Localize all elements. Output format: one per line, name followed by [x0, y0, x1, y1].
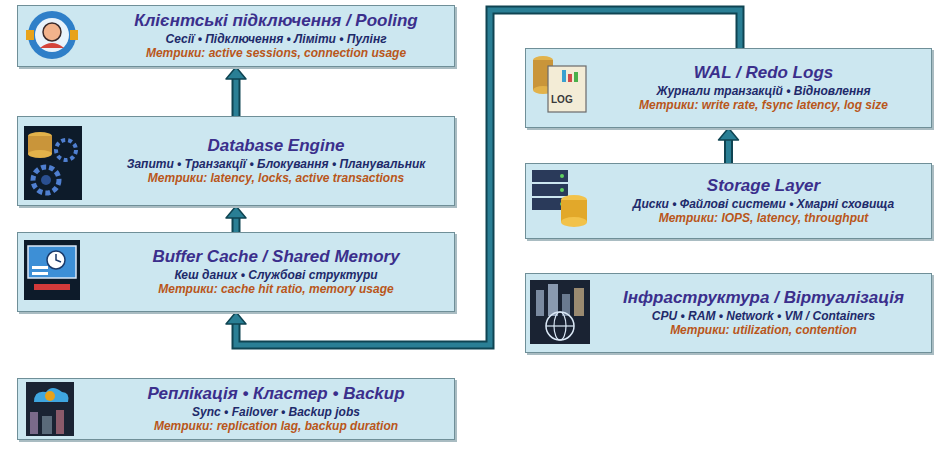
box-metrics: Метрики: replication lag, backup duratio…	[154, 419, 398, 433]
layer-box: Buffer Cache / Shared MemoryКеш даних • …	[17, 232, 455, 312]
layer-box: WAL / Redo LogsЖурнали транзакцій • Відн…	[525, 48, 932, 128]
layer-box: Database EngineЗапити • Транзакції • Бло…	[17, 116, 455, 206]
layer-box: Клієнтські підключення / PoolingСесії • …	[17, 5, 455, 67]
box-title: Клієнтські підключення / Pooling	[134, 11, 417, 31]
box-metrics: Метрики: IOPS, latency, throughput	[659, 211, 869, 225]
arrow-head	[226, 312, 246, 324]
connector-outline	[724, 140, 733, 163]
box-subtitle: Диски • Файлові системи • Хмарні сховища	[633, 197, 894, 211]
storage-icon	[532, 170, 587, 227]
box-title: Storage Layer	[707, 176, 820, 196]
arrow-heads	[226, 206, 246, 218]
box-title: WAL / Redo Logs	[694, 63, 833, 83]
engine-icon	[24, 126, 82, 200]
layer-box: Інфраструктура / ВіртуалізаціяCPU • RAM …	[525, 273, 932, 353]
arrow-head	[226, 206, 246, 218]
flow-connector	[226, 67, 246, 116]
replication-icon	[26, 382, 74, 436]
flow-connector	[226, 206, 246, 232]
box-title: Buffer Cache / Shared Memory	[152, 247, 399, 267]
box-title: Інфраструктура / Віртуалізація	[623, 288, 904, 308]
wal-icon	[533, 56, 586, 112]
box-title: Database Engine	[208, 136, 345, 156]
box-subtitle: Журнали транзакцій • Відновлення	[656, 84, 870, 98]
layer-box: Storage LayerДиски • Файлові системи • Х…	[525, 163, 932, 239]
box-content: Інфраструктура / ВіртуалізаціяCPU • RAM …	[602, 288, 925, 337]
connector-line	[234, 79, 239, 116]
connector-line	[726, 140, 731, 163]
arrow-head	[226, 67, 246, 79]
box-title: Реплікація • Кластер • Backup	[147, 384, 404, 404]
box-subtitle: Сесії • Підключення • Ліміти • Пулінг	[165, 32, 386, 46]
cache-icon	[24, 240, 80, 300]
connector-outline	[232, 79, 241, 116]
box-metrics: Метрики: cache hit ratio, memory usage	[158, 282, 393, 296]
connector-line	[234, 218, 239, 232]
infra-icon	[530, 280, 590, 344]
client-icon	[26, 11, 78, 59]
box-subtitle: CPU • RAM • Network • VM / Containers	[652, 309, 875, 323]
flow-connector	[719, 128, 739, 163]
arrow-head	[719, 128, 739, 140]
arrow-heads	[719, 128, 739, 140]
box-subtitle: Запити • Транзакції • Блокування • Плану…	[127, 157, 426, 171]
icon-label: LOG	[551, 94, 573, 105]
arrow-heads	[226, 67, 246, 79]
box-metrics: Метрики: active sessions, connection usa…	[146, 46, 406, 60]
box-subtitle: Кеш даних • Службові структури	[174, 268, 377, 282]
box-metrics: Метрики: utilization, contention	[670, 323, 857, 337]
box-content: Реплікація • Кластер • BackupSync • Fail…	[106, 384, 446, 433]
box-content: Клієнтські підключення / PoolingСесії • …	[106, 11, 446, 60]
box-content: Database EngineЗапити • Транзакції • Бло…	[106, 136, 446, 185]
box-metrics: Метрики: write rate, fsync latency, log …	[639, 98, 888, 112]
arrow-heads	[226, 312, 246, 324]
box-content: WAL / Redo LogsЖурнали транзакцій • Відн…	[602, 63, 925, 112]
box-content: Storage LayerДиски • Файлові системи • Х…	[602, 176, 925, 225]
box-subtitle: Sync • Failover • Backup jobs	[192, 405, 360, 419]
connector-outline	[232, 218, 241, 232]
box-metrics: Метрики: latency, locks, active transact…	[148, 171, 404, 185]
layer-box: Реплікація • Кластер • BackupSync • Fail…	[17, 378, 455, 440]
box-content: Buffer Cache / Shared MemoryКеш даних • …	[106, 247, 446, 296]
